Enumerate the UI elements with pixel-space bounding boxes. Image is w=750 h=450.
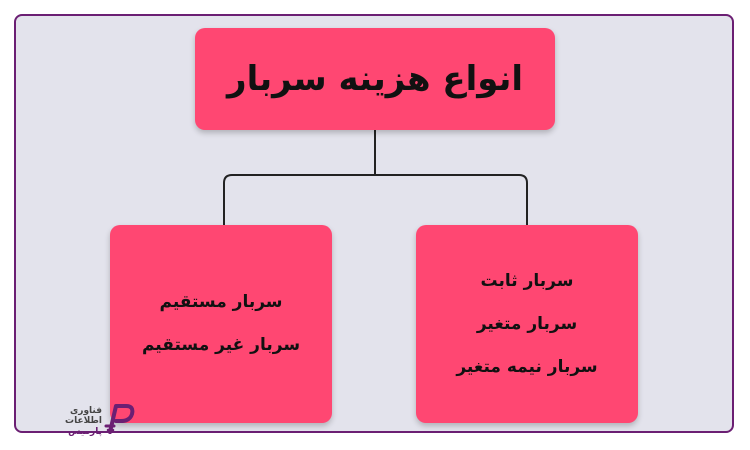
left-branch-box: سربار مستقیم سربار غیر مستقیم <box>110 225 332 423</box>
left-item-indirect-overhead: سربار غیر مستقیم <box>141 335 301 355</box>
diagram-title: انواع هزینه سربار <box>227 59 523 99</box>
right-item-fixed-overhead: سربار ثابت <box>480 270 574 291</box>
logo-line-3: پارمیس <box>68 426 102 437</box>
brand-logo: فناوری اطلاعات پارمیس <box>52 400 136 440</box>
title-box: انواع هزینه سربار <box>195 28 555 130</box>
right-item-semi-variable-overhead: سربار نیمه متغیر <box>456 356 598 377</box>
left-item-direct-overhead: سربار مستقیم <box>159 292 283 312</box>
logo-line-1: فناوری <box>70 406 102 416</box>
parmis-p-logo-icon <box>104 404 135 434</box>
right-item-variable-overhead: سربار متغیر <box>476 313 578 334</box>
right-branch-box: سربار ثابت سربار متغیر سربار نیمه متغیر <box>416 225 638 423</box>
logo-line-2: اطلاعات <box>65 416 102 427</box>
logo-text: فناوری اطلاعات پارمیس <box>52 406 102 437</box>
